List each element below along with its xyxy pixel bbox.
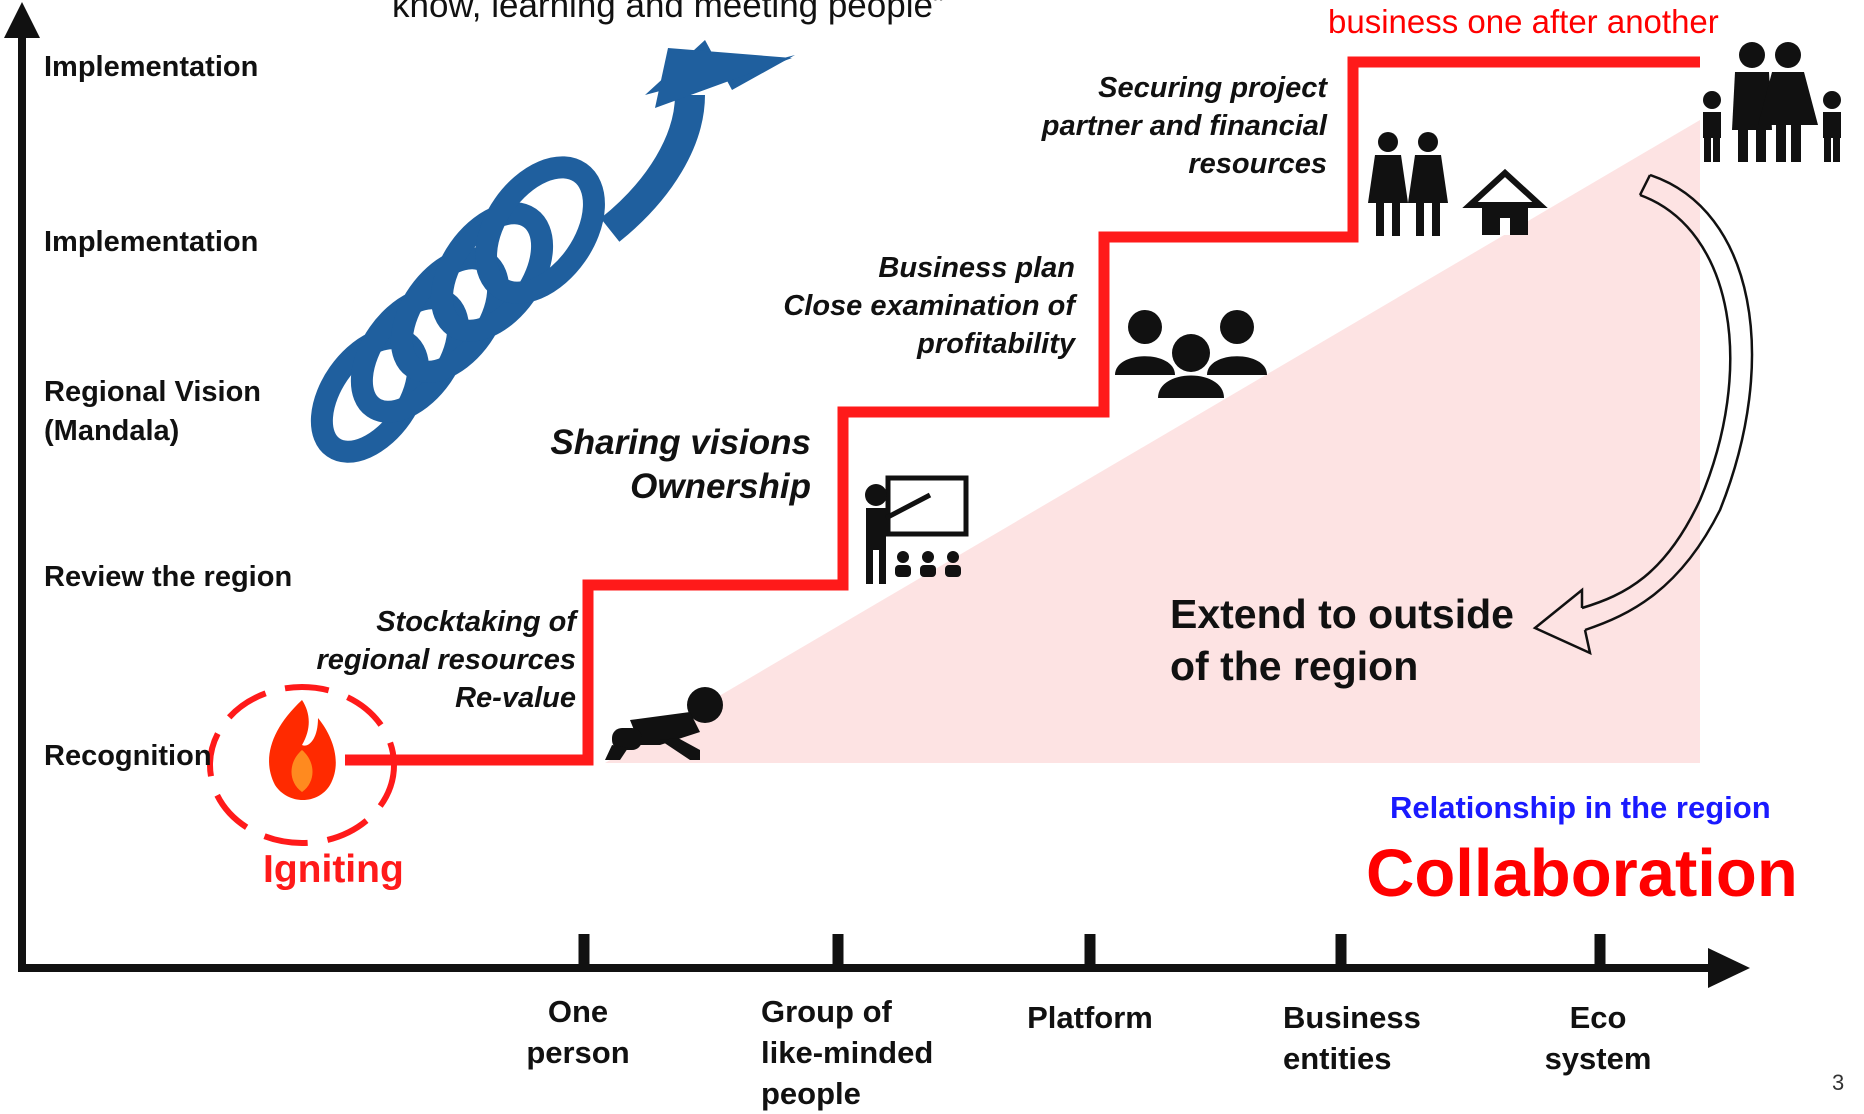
y-axis: [4, 2, 40, 970]
fire-icon: [207, 684, 397, 846]
page-number: 3: [1832, 1070, 1845, 1095]
curved-arrow-icon: [1532, 173, 1754, 656]
red-staircase: [345, 56, 1700, 766]
x-label-business-entities: Business entities: [1283, 1000, 1421, 1076]
x-axis-ticks: [578, 934, 1606, 968]
y-level-implementation: Implementation: [44, 226, 259, 258]
y-level-recognition: Recognition: [44, 740, 212, 772]
x-axis: [18, 948, 1750, 988]
y-level-review-region: Review the region: [44, 561, 293, 593]
relationship-label: Relationship in the region: [1390, 790, 1771, 825]
header-red-fragment: business one after another: [1328, 3, 1719, 40]
family-icon: [1703, 42, 1841, 162]
couple-icon: [1368, 132, 1448, 236]
blue-arrow-head-main: [655, 48, 792, 108]
step-securing-partner: Securing project partner and financial r…: [1041, 72, 1327, 180]
step-business-plan: Business plan Close examination of profi…: [783, 252, 1075, 360]
igniting-label: Igniting: [263, 848, 404, 891]
house-icon: [1462, 168, 1548, 235]
blue-spiral-arrow-icon: [310, 94, 705, 463]
step-sharing-visions: Sharing visions Ownership: [550, 423, 811, 506]
extend-label: Extend to outside of the region: [1170, 591, 1514, 689]
growth-area: [605, 120, 1700, 763]
crawling-baby-icon: [605, 687, 723, 760]
x-label-group: Group of like-minded people: [761, 994, 934, 1111]
x-label-eco-system: Eco system: [1544, 1000, 1652, 1076]
x-label-platform: Platform: [1027, 1000, 1153, 1035]
x-label-one-person: One person: [526, 994, 630, 1070]
collaboration-label: Collaboration: [1366, 836, 1798, 911]
presenter-icon: [865, 475, 969, 584]
y-level-implementation-top: Implementation: [44, 51, 259, 83]
group-of-people-icon: [1115, 310, 1267, 398]
step-stocktaking: Stocktaking of regional resources Re-val…: [316, 606, 577, 714]
header-quote-fragment: know, learning and meeting people”: [392, 0, 945, 25]
y-level-regional-vision: Regional Vision (Mandala): [44, 376, 262, 447]
